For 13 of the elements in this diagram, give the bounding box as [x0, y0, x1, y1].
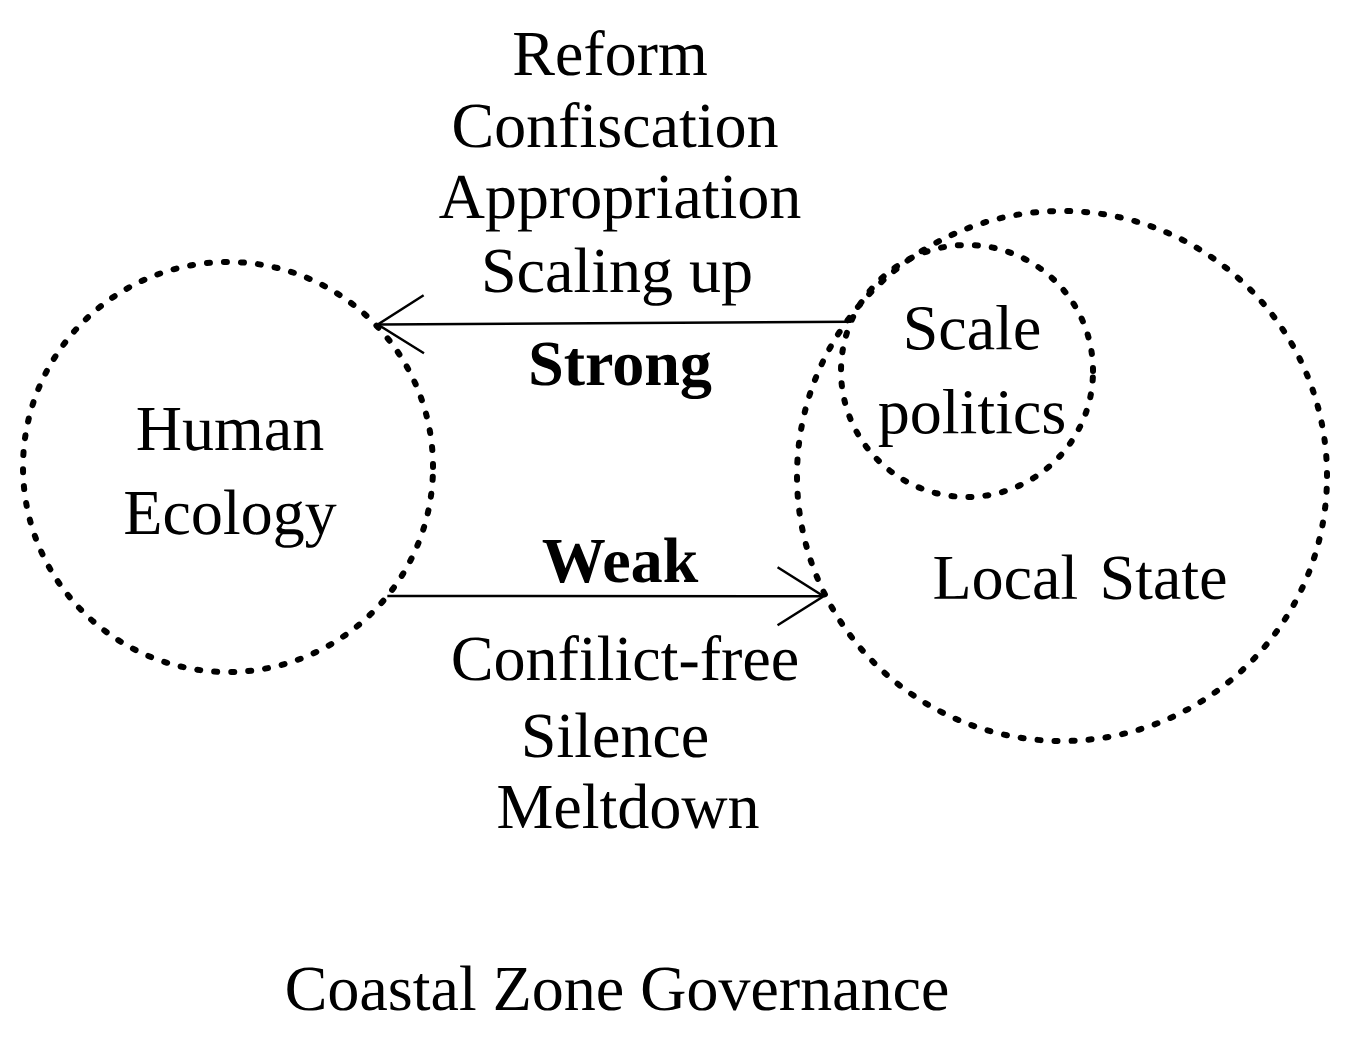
annotation-text: Silence [525, 712, 707, 758]
caption: Coastal Zone Governance [287, 965, 948, 1011]
edge-label: Strong [527, 341, 713, 401]
annotation-text: Confilict-free [453, 634, 797, 681]
arrow [375, 294, 852, 355]
annotation-text: Reform [514, 29, 707, 76]
annotation-text: Confiscation [454, 101, 778, 148]
circle-node: Human Ecology [20, 259, 436, 675]
circle-node: Scale politics [838, 242, 1096, 500]
edge-label: Weak [540, 536, 700, 584]
arrow [387, 566, 826, 627]
annotation-text: Meltdown [498, 783, 759, 829]
annotation-text: Scaling up [485, 247, 751, 306]
